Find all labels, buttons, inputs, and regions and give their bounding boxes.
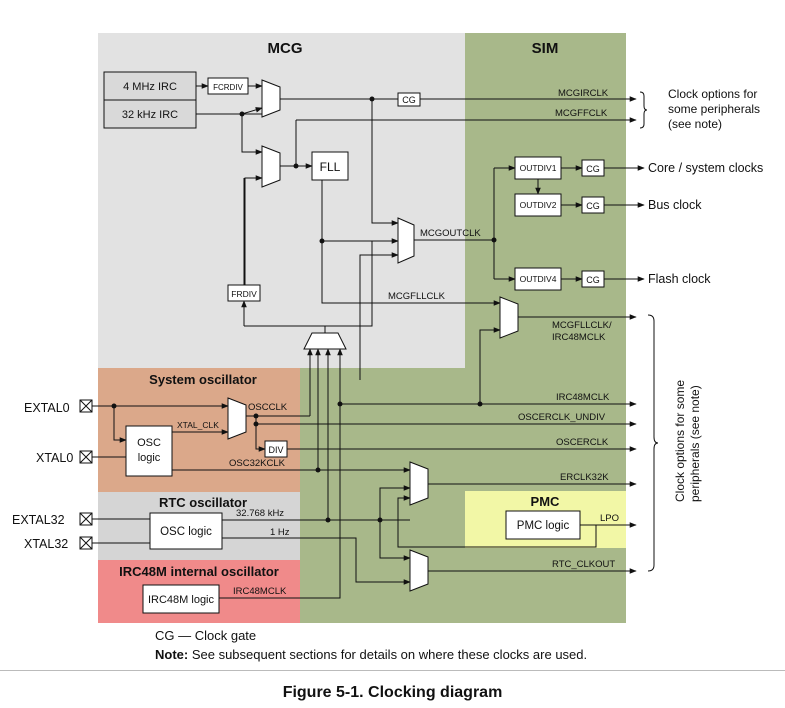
irc4m-label: 4 MHz IRC — [123, 81, 177, 93]
output-bus: Bus clock — [648, 198, 702, 212]
outdiv4-label: OUTDIV4 — [520, 274, 557, 284]
signal-rtc-clkout: RTC_CLKOUT — [552, 559, 615, 570]
outdiv2-label: OUTDIV2 — [520, 200, 557, 210]
sim-region-lower — [300, 368, 465, 623]
pin-xtal0 — [79, 450, 93, 464]
signal-irc48mclk-int: IRC48MCLK — [233, 586, 287, 597]
top-opts-line3: (see note) — [668, 117, 722, 131]
output-flash: Flash clock — [648, 272, 711, 286]
cg-flash-label: CG — [586, 275, 600, 285]
pin-extal0 — [79, 399, 93, 413]
signal-mcgfllclk-irc48mclk: MCGFLLCLK/ IRC48MCLK — [552, 320, 614, 343]
signal-1hz: 1 Hz — [270, 527, 290, 538]
fll-label: FLL — [320, 160, 341, 174]
signal-mcgoutclk: MCGOUTCLK — [420, 228, 481, 239]
pin-xtal0-label: XTAL0 — [36, 451, 73, 465]
pmc-logic-block — [505, 510, 581, 540]
signal-mcgfllclk: MCGFLLCLK — [388, 291, 446, 302]
system-osc-title: System oscillator — [149, 372, 257, 387]
pmc-title: PMC — [531, 494, 561, 509]
output-clock-opts-top: Clock options for some peripherals (see … — [668, 87, 763, 131]
side-brace — [647, 314, 659, 572]
osc-logic-sys-block — [125, 425, 173, 477]
signal-osc32kclk: OSC32KCLK — [229, 458, 286, 469]
ext-ref-mux — [303, 332, 347, 350]
pmc-logic-label: PMC logic — [517, 520, 570, 532]
output-core-system: Core / system clocks — [648, 161, 763, 175]
osc-logic-rtc-block — [149, 512, 223, 550]
irc-select-mux — [261, 79, 281, 118]
top-opts-line1: Clock options for — [668, 87, 757, 101]
pin-xtal32 — [79, 536, 93, 550]
sim-title: SIM — [532, 40, 559, 57]
signal-mcgirclk: MCGIRCLK — [558, 88, 609, 99]
signal-erclk32k: ERCLK32K — [560, 472, 609, 483]
side-opts-line1: Clock options for some — [673, 380, 687, 502]
fll-irc48-line2: IRC48MCLK — [552, 332, 606, 343]
signal-oscerclk: OSCERCLK — [556, 437, 609, 448]
cg-mcgirclk-label: CG — [402, 95, 416, 105]
signal-xtal-clk: XTAL_CLK — [177, 420, 219, 430]
cg-core-label: CG — [586, 164, 600, 174]
note-label: Note: — [155, 647, 189, 662]
irc32k-label: 32 kHz IRC — [122, 109, 178, 121]
cg-definition: CG — Clock gate — [155, 628, 257, 643]
outdiv1-label: OUTDIV1 — [520, 163, 557, 173]
irc48m-logic-block — [142, 584, 220, 614]
side-opts-line2: peripherals (see note) — [688, 385, 702, 502]
signal-oscerclk-undiv: OSCERCLK_UNDIV — [518, 412, 606, 423]
signal-irc48mclk: IRC48MCLK — [556, 392, 610, 403]
rtc-clkout-mux — [409, 549, 429, 592]
note-text: See subsequent sections for details on w… — [188, 647, 588, 662]
erclk32k-mux — [409, 461, 429, 506]
mcg-title: MCG — [268, 40, 303, 57]
signal-oscclk: OSCCLK — [248, 402, 288, 413]
osc-logic-sys-line1: OSC — [137, 437, 161, 449]
osc-logic-sys-line2: logic — [138, 452, 161, 464]
irc32k-block — [103, 99, 197, 129]
frdiv-label: FRDIV — [231, 289, 257, 299]
caption-divider — [0, 670, 785, 671]
pin-extal0-label: EXTAL0 — [24, 401, 70, 415]
figure-caption: Figure 5-1. Clocking diagram — [282, 684, 503, 701]
pin-xtal32-label: XTAL32 — [24, 537, 68, 551]
fll-irc48-line1: MCGFLLCLK/ — [552, 320, 612, 331]
rtc-osc-title: RTC oscillator — [159, 495, 247, 510]
fll-block — [311, 151, 349, 181]
oscclk-mux — [227, 397, 247, 440]
fcrdiv-label: FCRDIV — [213, 83, 243, 92]
irc48m-osc-title: IRC48M internal oscillator — [119, 564, 279, 579]
irc48m-logic-label: IRC48M logic — [148, 594, 215, 606]
pin-extal32 — [79, 512, 93, 526]
mcgoutclk-mux — [397, 217, 415, 264]
cg-bus-label: CG — [586, 201, 600, 211]
osc-logic-rtc-label: OSC logic — [160, 526, 212, 538]
note-line: Note: See subsequent sections for detail… — [155, 647, 587, 662]
div-label: DIV — [268, 445, 283, 455]
top-opts-line2: some peripherals — [668, 102, 760, 116]
fll-ref-mux — [261, 145, 281, 188]
fll-irc48-mux — [499, 296, 519, 339]
signal-lpo: LPO — [600, 513, 619, 524]
signal-32768: 32.768 kHz — [236, 508, 284, 519]
output-clock-opts-side: Clock options for some peripherals (see … — [673, 377, 702, 502]
top-brace — [639, 91, 648, 129]
signal-mcgffclk: MCGFFCLK — [555, 108, 608, 119]
pin-extal32-label: EXTAL32 — [12, 513, 65, 527]
